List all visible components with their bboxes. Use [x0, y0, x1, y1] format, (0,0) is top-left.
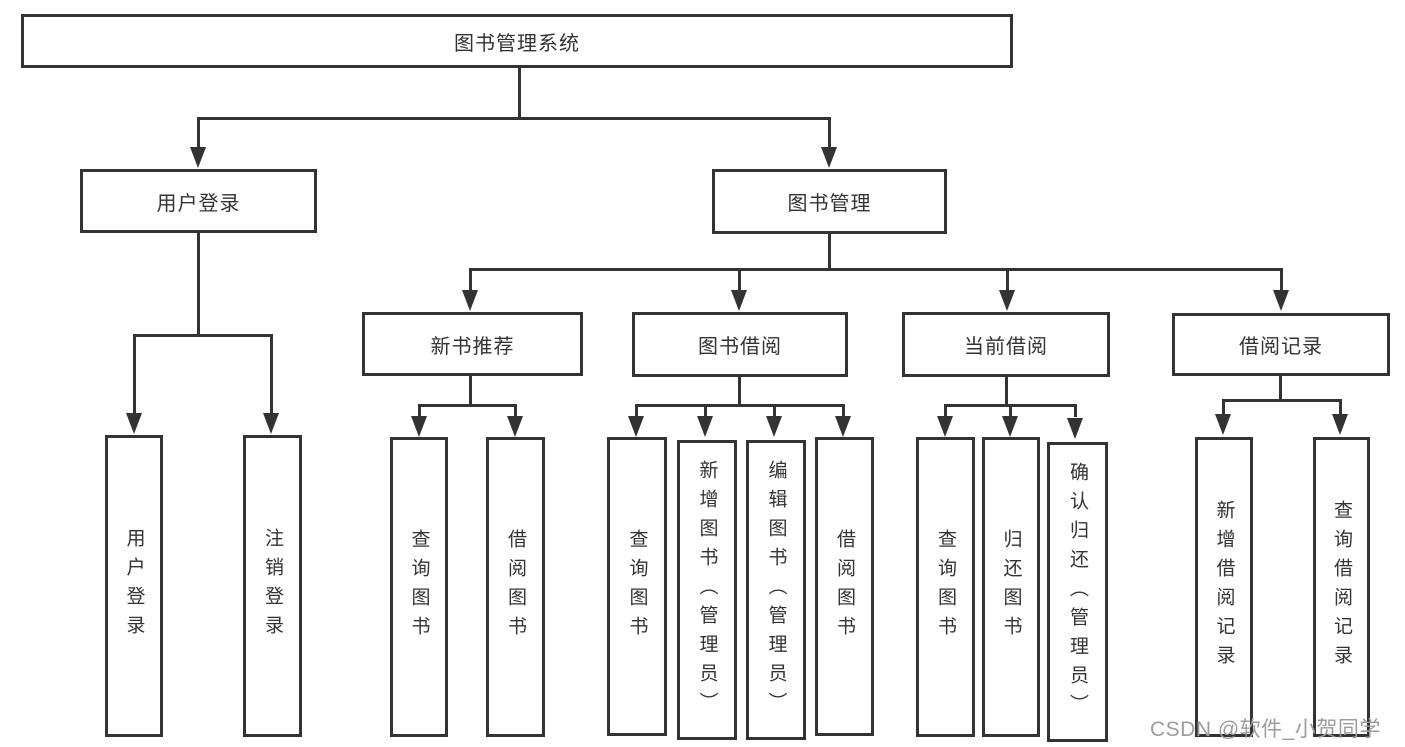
arrowhead-down-icon — [835, 416, 851, 437]
leaf-newbooks-borrow-label: 借阅图书 — [505, 529, 526, 645]
arrowhead-down-icon — [937, 416, 953, 437]
leaf-newbooks-borrow: 借阅图书 — [486, 437, 545, 737]
connector-newbooks-horizontal — [418, 404, 517, 407]
csdn-watermark: CSDN @软件_小贺同学 — [1150, 718, 1381, 741]
leaf-user-login: 用户登录 — [105, 435, 163, 737]
leaf-borrow-borrow-label: 借阅图书 — [834, 528, 855, 645]
connector-arrow-stem — [704, 404, 707, 417]
node-book-mgmt-label: 图书管理 — [787, 193, 872, 215]
connector-root-horizontal — [197, 117, 831, 120]
connector-borrowrecords-stem — [1279, 376, 1282, 402]
node-borrow-records-label: 借阅记录 — [1239, 336, 1323, 358]
leaf-logout: 注销登录 — [243, 435, 302, 737]
connector-arrow-stem — [1006, 268, 1009, 291]
connector-arrow-stem — [828, 117, 831, 148]
arrowhead-down-icon — [821, 147, 837, 168]
connector-borrowrecords-horizontal — [1222, 399, 1342, 402]
connector-arrow-stem — [944, 404, 947, 417]
connector-arrow-stem — [1280, 268, 1283, 291]
connector-bookmgmt-stem — [828, 234, 831, 271]
connector-arrow-stem — [738, 268, 741, 291]
arrowhead-down-icon — [999, 290, 1015, 311]
connector-newbooks-stem — [469, 376, 472, 407]
arrowhead-down-icon — [697, 416, 713, 437]
node-book-mgmt: 图书管理 — [712, 169, 947, 234]
connector-userlogin-stem — [197, 233, 200, 337]
node-book-borrow: 图书借阅 — [632, 312, 848, 377]
arrowhead-down-icon — [1215, 414, 1231, 435]
arrowhead-down-icon — [411, 416, 427, 437]
leaf-borrow-query: 查询图书 — [607, 437, 667, 736]
leaf-records-add: 新增借阅记录 — [1195, 437, 1253, 737]
arrowhead-down-icon — [628, 416, 644, 437]
connector-userlogin-horizontal — [133, 334, 273, 337]
arrowhead-down-icon — [1067, 418, 1083, 439]
connector-arrow-stem — [197, 117, 200, 148]
leaf-records-add-label: 新增借阅记录 — [1213, 500, 1235, 674]
connector-root-stem — [518, 66, 521, 120]
arrowhead-down-icon — [507, 416, 523, 437]
connector-arrow-stem — [1222, 399, 1225, 415]
arrowhead-down-icon — [1273, 290, 1289, 311]
arrowhead-down-icon — [766, 416, 782, 437]
connector-currentborrow-stem — [1005, 377, 1008, 407]
leaf-current-confirm-admin: 确认归还（管理员） — [1047, 442, 1108, 742]
leaf-logout-label: 注销登录 — [262, 528, 283, 644]
leaf-borrow-edit-admin: 编辑图书（管理员） — [746, 440, 806, 740]
node-user-login: 用户登录 — [80, 169, 317, 233]
node-new-books-label: 新书推荐 — [430, 335, 515, 358]
arrowhead-down-icon — [731, 290, 747, 311]
leaf-borrow-borrow: 借阅图书 — [815, 437, 874, 736]
connector-arrow-stem — [469, 268, 472, 291]
connector-arrow-stem — [1009, 404, 1012, 417]
arrowhead-down-icon — [1002, 416, 1018, 437]
leaf-current-return: 归还图书 — [982, 437, 1040, 737]
leaf-records-query: 查询借阅记录 — [1313, 437, 1370, 737]
leaf-records-query-label: 查询借阅记录 — [1331, 500, 1352, 674]
node-book-borrow-label: 图书借阅 — [698, 336, 782, 358]
leaf-newbooks-query-label: 查询图书 — [408, 529, 430, 645]
node-root-label: 图书管理系统 — [454, 32, 580, 55]
node-borrow-records: 借阅记录 — [1172, 313, 1390, 376]
connector-arrow-stem — [270, 334, 273, 414]
leaf-borrow-add-admin: 新增图书（管理员） — [677, 440, 737, 740]
leaf-borrow-edit-admin-label: 编辑图书（管理员） — [765, 459, 787, 721]
leaf-user-login-label: 用户登录 — [123, 528, 145, 644]
connector-arrow-stem — [635, 404, 638, 417]
leaf-current-return-label: 归还图书 — [1000, 529, 1022, 645]
connector-arrow-stem — [418, 404, 421, 417]
connector-arrow-stem — [1074, 404, 1077, 417]
leaf-borrow-query-label: 查询图书 — [626, 528, 648, 645]
leaf-current-query: 查询图书 — [916, 437, 975, 737]
node-current-borrow-label: 当前借阅 — [964, 336, 1048, 358]
node-root: 图书管理系统 — [21, 14, 1013, 68]
node-user-login-label: 用户登录 — [156, 192, 241, 215]
connector-bookmgmt-horizontal — [469, 268, 1283, 271]
arrowhead-down-icon — [126, 413, 142, 434]
leaf-newbooks-query: 查询图书 — [390, 437, 448, 737]
arrowhead-down-icon — [462, 290, 478, 311]
connector-arrow-stem — [773, 404, 776, 417]
connector-bookborrow-horizontal — [635, 404, 845, 407]
leaf-current-query-label: 查询图书 — [935, 529, 956, 645]
connector-arrow-stem — [1339, 399, 1342, 415]
node-new-books: 新书推荐 — [362, 312, 583, 376]
connector-arrow-stem — [842, 404, 845, 417]
arrowhead-down-icon — [1332, 414, 1348, 435]
connector-bookborrow-stem — [738, 377, 741, 407]
connector-arrow-stem — [133, 334, 136, 414]
leaf-borrow-add-admin-label: 新增图书（管理员） — [696, 459, 718, 721]
arrowhead-down-icon — [190, 147, 206, 168]
connector-arrow-stem — [514, 404, 517, 417]
node-current-borrow: 当前借阅 — [902, 312, 1110, 377]
leaf-current-confirm-admin-label: 确认归还（管理员） — [1067, 461, 1088, 723]
arrowhead-down-icon — [263, 413, 279, 434]
